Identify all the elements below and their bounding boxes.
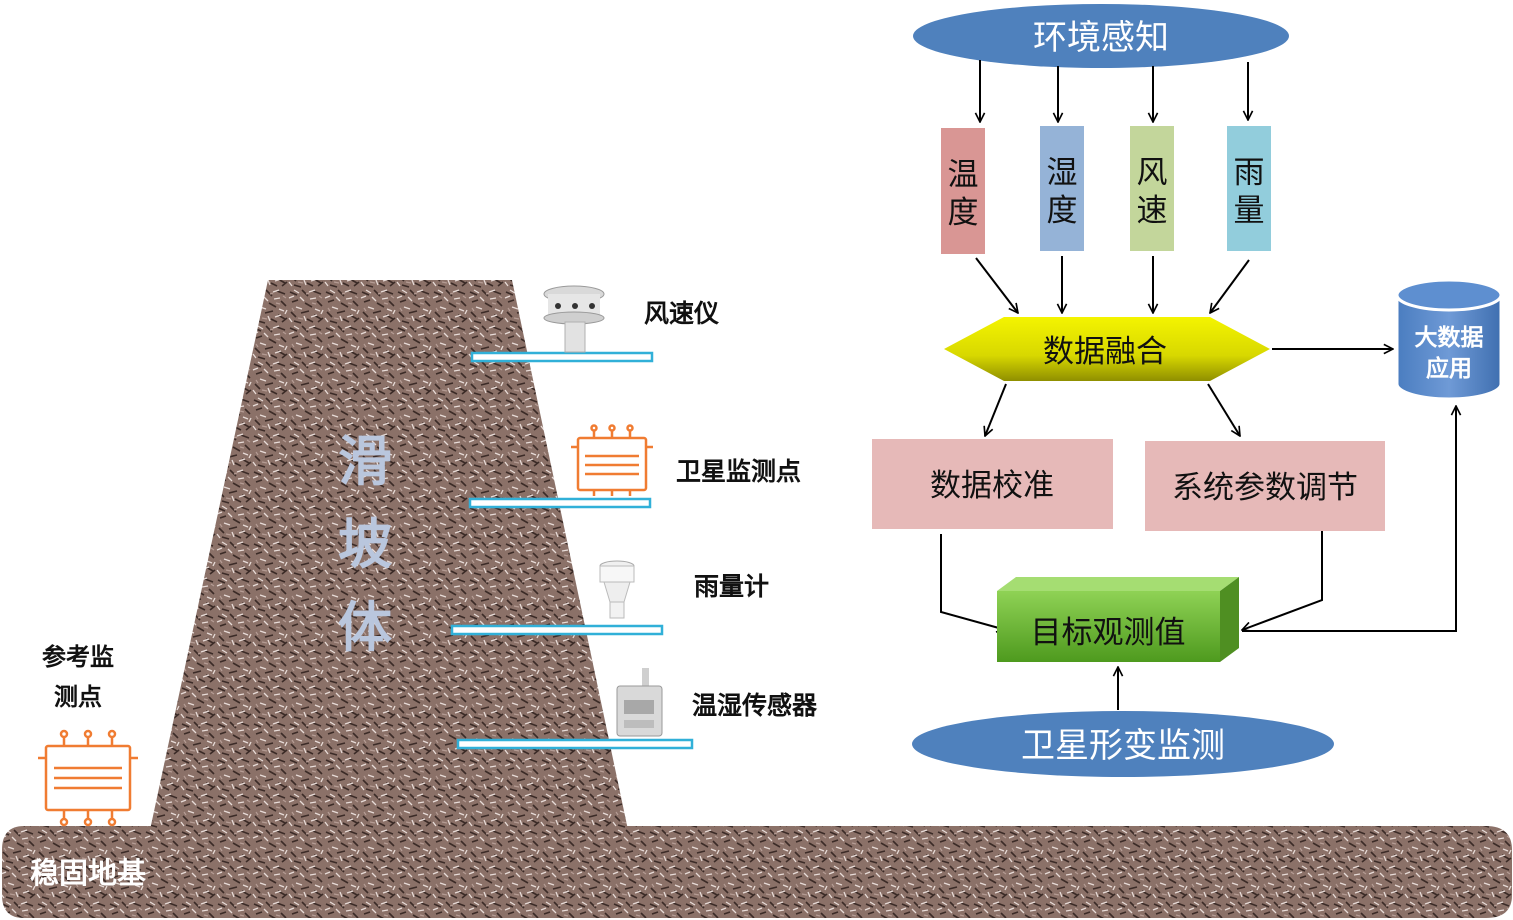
param-rain-label-1: 雨: [1234, 155, 1265, 191]
arrow-calibration-to-target: [940, 534, 1006, 630]
arrow-temperature-to-fusion: [975, 257, 1018, 313]
sensor-label-anemometer: 风速仪: [644, 299, 720, 328]
param-adjust-node: [1145, 441, 1385, 531]
sensor-bar-temp-humidity: [456, 738, 694, 750]
bigdata-label-1: 大数据: [1415, 325, 1484, 351]
param-temperature-label-1: 温: [948, 157, 979, 193]
reference-point-label-2: 测点: [54, 683, 102, 711]
param-adjust-label: 系统参数调节: [1172, 470, 1358, 506]
data-fusion-node: [944, 317, 1270, 381]
env-perception-node: [913, 4, 1289, 68]
bigdata-application-node: [1395, 278, 1503, 401]
arrow-fusion-to-param-adjust: [1207, 383, 1240, 436]
param-wind-box: [1130, 126, 1174, 251]
data-fusion-label: 数据融合: [1043, 334, 1167, 370]
anemometer-icon: [543, 285, 605, 353]
sensor-bar-anemometer: [470, 351, 654, 363]
ground-label: 稳固地基: [30, 856, 147, 890]
sensor-label-satellite: 卫星监测点: [676, 457, 801, 486]
arrow-fusion-to-calibration: [985, 383, 1007, 436]
data-calibration-label: 数据校准: [930, 468, 1054, 504]
satellite-deformation-node: [912, 711, 1334, 777]
stable-ground: [2, 826, 1512, 918]
slope-label-char-1: 滑: [338, 430, 392, 493]
temp-humidity-sensor-icon: [616, 668, 663, 737]
param-wind-label-1: 风: [1137, 155, 1168, 191]
slope-label-char-3: 体: [338, 596, 392, 659]
param-rain-label-2: 量: [1234, 193, 1265, 229]
target-observation-node: [997, 577, 1239, 662]
bigdata-label-2: 应用: [1426, 355, 1472, 382]
param-temperature-box: [941, 128, 985, 254]
slope-body: [150, 280, 628, 830]
arrow-target-to-bigdata: [1242, 406, 1456, 632]
satellite-deformation-label: 卫星形变监测: [1021, 726, 1225, 766]
param-humidity-label-1: 湿: [1047, 155, 1078, 191]
data-calibration-node: [872, 439, 1113, 529]
sensor-bar-satellite: [468, 497, 652, 509]
sensor-label-rain-gauge: 雨量计: [694, 572, 769, 601]
param-rain-box: [1227, 126, 1271, 251]
arrow-param-adjust-to-target: [1242, 531, 1323, 630]
reference-point-label-1: 参考监: [42, 643, 114, 671]
param-temperature-label-2: 度: [948, 195, 979, 231]
param-humidity-label-2: 度: [1047, 193, 1078, 229]
param-humidity-box: [1040, 126, 1084, 251]
target-observation-label: 目标观测值: [1031, 615, 1186, 651]
rain-gauge-icon: [599, 560, 635, 619]
slope-label-char-2: 坡: [338, 513, 392, 576]
sensor-label-temp-humidity: 温湿传感器: [692, 691, 818, 720]
satellite-point-icon: [571, 424, 653, 496]
arrow-rain-to-fusion: [1210, 259, 1250, 313]
reference-satellite-icon: [38, 729, 138, 827]
sensor-bar-rain-gauge: [450, 624, 664, 636]
param-wind-label-2: 速: [1137, 193, 1168, 229]
env-perception-label: 环境感知: [1033, 18, 1169, 58]
